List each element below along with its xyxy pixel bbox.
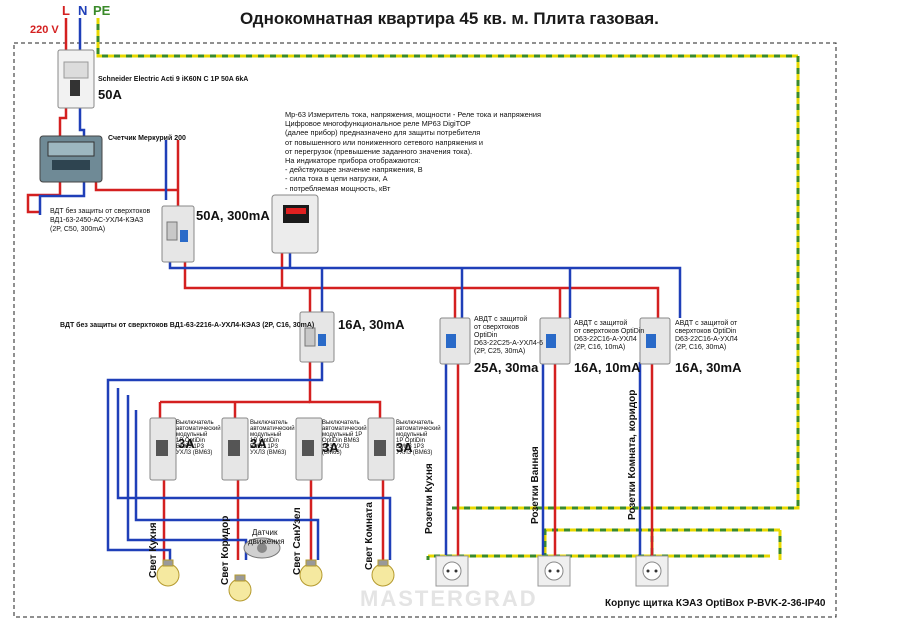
main-rcd-desc-2: ВД1-63-2450-АС-УХЛ4-КЭАЗ (50, 217, 144, 224)
light-rcd-device (299, 311, 335, 363)
meter-device (39, 135, 103, 183)
relay-line: - сила тока в цепи нагрузки, А (285, 174, 388, 184)
watermark: MASTERGRAD (360, 586, 538, 611)
light-rcd-rating: 16A, 30mA (338, 317, 405, 332)
relay-description: Мр-63 Измеритель тока, напряжения, мощно… (285, 110, 541, 193)
phase-label-l: L (62, 3, 70, 18)
socket-load-label: Розетки Кухня (424, 463, 435, 534)
main-rcd-desc-1: ВДТ без защиты от сверхтоков (50, 208, 151, 215)
light-breaker-desc: Выключатель автоматический модульный 1P … (322, 420, 367, 456)
socket-group-desc: АВДТ с защитой от сверхтоков OptiDin D63… (574, 320, 645, 351)
neutral-wires (38, 18, 682, 560)
lamp-icon-corridor (228, 574, 252, 602)
light-breaker-desc: Выключатель автоматический модульный 1P … (396, 420, 441, 456)
socket-group-rating: 16A, 30mA (675, 360, 742, 375)
relay-line: от повышенного или пониженного сетевого … (285, 137, 484, 147)
main-rcd-rating: 50A, 300mA (196, 208, 270, 223)
enclosure-border (13, 42, 837, 618)
phase-label-pe: PE (93, 3, 111, 18)
light-breaker-devices (149, 417, 395, 481)
socket-icon-bathroom (537, 555, 571, 587)
light-breaker-desc: Выключатель автоматический модульный 1P … (176, 420, 221, 456)
voltage-label: 220 V (30, 24, 59, 36)
main-breaker-model: Schneider Electric Acti 9 iK60N C 1P 50A… (98, 76, 249, 83)
socket-group-desc: АВДТ с защитой от сверхтоков OptiDin D63… (474, 316, 543, 355)
socket-icon-kitchen (435, 555, 469, 587)
lamp-icons (156, 559, 395, 602)
relay-line: Мр-63 Измеритель тока, напряжения, мощно… (285, 110, 541, 119)
relay-line: (далее прибор) предназначено для защиты … (285, 128, 481, 138)
relay-device (271, 194, 319, 254)
socket-group-desc: АВДТ с защитой от сверхтоков OptiDin D63… (675, 320, 738, 351)
lamp-icon-bathroom (299, 559, 323, 587)
enclosure-label: Корпус щитка КЭАЗ OptiBox P-BVK-2-36-IP4… (605, 598, 826, 609)
relay-line: Цифровое многофункциональное реле МР63 D… (285, 119, 471, 129)
light-load-label: Свет Коридор (220, 515, 231, 585)
light-breaker-rating: 3A (322, 440, 339, 455)
light-rcd-desc: ВДТ без защиты от сверхтоков ВД1-63-2216… (60, 322, 315, 329)
light-breaker-rating: 3A (250, 436, 267, 451)
motion-sensor-icon (243, 537, 281, 559)
socket-group-rating: 16A, 10mA (574, 360, 641, 375)
relay-line: - действующее значение напряжения, В (285, 165, 423, 175)
light-breaker-rating: 3A (178, 436, 195, 451)
socket-load-label: Розетки Ванная (530, 446, 541, 524)
lamp-icon-kitchen (156, 559, 180, 587)
light-breaker-desc: Выключатель автоматический модульный 1P … (250, 420, 295, 456)
light-breaker-rating: 3A (396, 440, 413, 455)
main-breaker-device (57, 49, 95, 109)
main-rcd-device (161, 205, 195, 263)
relay-line: - потребляемая мощность, кВт (285, 183, 391, 193)
meter-label: Счетчик Меркурий 200 (108, 135, 186, 142)
main-breaker-rating: 50A (98, 87, 122, 102)
socket-icons (435, 555, 669, 587)
socket-icon-room (635, 555, 669, 587)
relay-line: На индикаторе прибора отображаются: (285, 156, 421, 166)
phase-wires (26, 18, 660, 562)
socket-rcbo-devices (439, 317, 671, 365)
phase-label-n: N (78, 3, 88, 18)
socket-load-label: Розетки Комната, коридор (627, 389, 638, 520)
socket-group-rating: 25A, 30ma (474, 360, 539, 375)
light-load-label: Свет СанУзел (292, 507, 303, 575)
light-load-label: Свет Кухня (148, 522, 159, 578)
relay-line: от перегрузок (превышение заданного знач… (285, 146, 473, 156)
motion-sensor-label: движения (248, 537, 285, 546)
main-rcd-desc-3: (2P, C50, 300mA) (50, 226, 106, 233)
motion-sensor-label: Датчик (252, 528, 278, 537)
light-load-label: Свет Комната (364, 502, 375, 570)
lamp-icon-room (371, 559, 395, 587)
page-title: Однокомнатная квартира 45 кв. м. Плита г… (240, 9, 659, 28)
